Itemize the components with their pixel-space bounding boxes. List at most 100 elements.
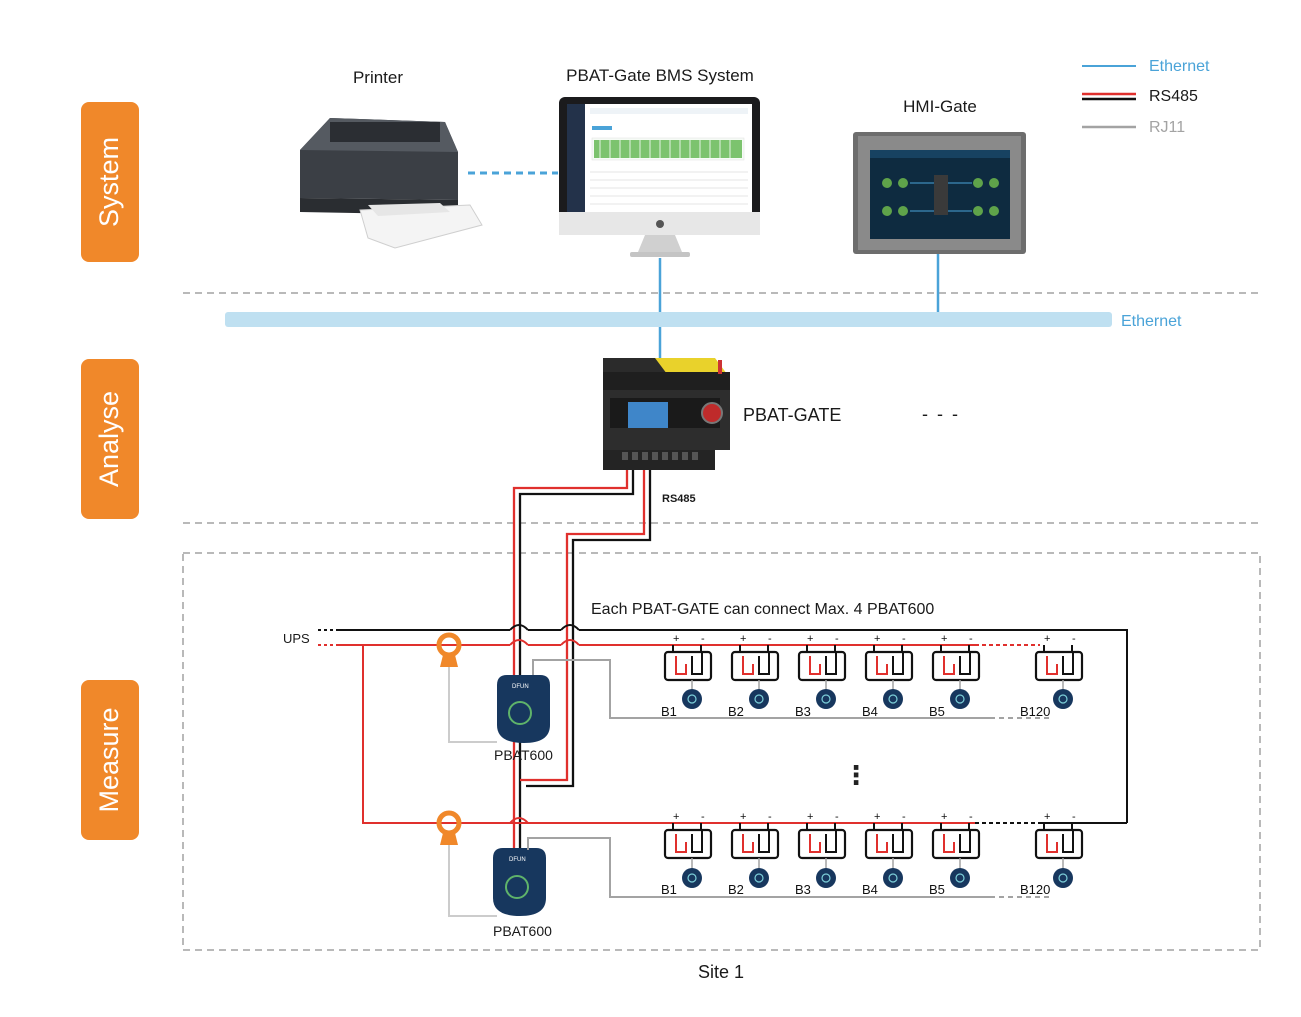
gateway-label: PBAT-GATE bbox=[743, 405, 841, 425]
battery-label: B120 bbox=[1020, 882, 1050, 897]
battery-terminal-minus: - bbox=[969, 633, 973, 645]
battery-terminal-plus: + bbox=[807, 811, 813, 823]
layer-badge-analyse: Analyse bbox=[81, 359, 139, 519]
ups-bus bbox=[318, 624, 1128, 824]
battery-label: B2 bbox=[728, 704, 744, 719]
pbat600-icon: DFUN bbox=[493, 848, 546, 916]
site-boundary bbox=[182, 552, 1261, 951]
battery-label: B120 bbox=[1020, 704, 1050, 719]
layer-label-analyse: Analyse bbox=[94, 391, 124, 487]
battery-terminal-minus: - bbox=[1072, 633, 1076, 645]
battery-label: B5 bbox=[929, 882, 945, 897]
battery-terminal-minus: - bbox=[701, 811, 705, 823]
battery-terminal-plus: + bbox=[941, 811, 947, 823]
battery-label: B5 bbox=[929, 704, 945, 719]
battery-terminal-minus: - bbox=[1072, 811, 1076, 823]
battery-body bbox=[1034, 650, 1084, 682]
battery-cell-b1: + - B1 bbox=[661, 811, 713, 897]
ups-label: UPS bbox=[283, 631, 310, 646]
battery-cell-b2: + - B2 bbox=[728, 811, 780, 897]
legend-rj11-label: RJ11 bbox=[1149, 119, 1185, 136]
cell-sensor-icon bbox=[950, 689, 970, 709]
battery-body bbox=[1034, 828, 1084, 860]
sensor-cable-2 bbox=[448, 845, 497, 917]
cell-sensor-icon bbox=[682, 868, 702, 888]
battery-terminal-minus: - bbox=[969, 811, 973, 823]
battery-terminal-minus: - bbox=[835, 633, 839, 645]
gateway-icon bbox=[603, 358, 730, 470]
battery-cell-b5: +-B5 bbox=[929, 633, 981, 719]
current-sensor-icon bbox=[436, 810, 462, 845]
cell-sensor-icon bbox=[950, 868, 970, 888]
pbat600-label-2: PBAT600 bbox=[493, 923, 552, 939]
battery-terminal-plus: + bbox=[673, 811, 679, 823]
legend: Ethernet RS485 RJ11 bbox=[1082, 58, 1210, 136]
cell-sensor-icon bbox=[816, 868, 836, 888]
printer-icon bbox=[300, 118, 483, 249]
battery-terminal-minus: - bbox=[768, 633, 772, 645]
battery-terminal-minus: - bbox=[902, 633, 906, 645]
pbat600-icon: DFUN bbox=[497, 675, 550, 743]
battery-cell-b120: + - B120 bbox=[1020, 633, 1084, 719]
battery-cell-b3: + - B3 bbox=[795, 633, 847, 719]
battery-body bbox=[931, 828, 981, 860]
battery-label: B4 bbox=[862, 704, 878, 719]
svg-text:DFUN: DFUN bbox=[512, 684, 529, 690]
layer-label-system: System bbox=[94, 137, 124, 227]
layer-badge-measure: Measure bbox=[81, 680, 139, 840]
battery-terminal-plus: + bbox=[740, 811, 746, 823]
battery-cell-b1: + - B1 bbox=[661, 633, 713, 719]
battery-body bbox=[931, 650, 981, 682]
cell-sensor-icon bbox=[883, 689, 903, 709]
cell-sensor-icon bbox=[1053, 689, 1073, 709]
max-connection-note: Each PBAT-GATE can connect Max. 4 PBAT60… bbox=[591, 601, 934, 618]
rj11-string-1 bbox=[532, 659, 990, 719]
battery-body bbox=[797, 650, 847, 682]
battery-terminal-plus: + bbox=[874, 633, 880, 645]
battery-cell-b2: + - B2 bbox=[728, 633, 780, 719]
battery-terminal-minus: - bbox=[768, 811, 772, 823]
svg-text:DFUN: DFUN bbox=[509, 857, 526, 863]
hmi-gate-label: HMI-Gate bbox=[903, 97, 977, 116]
battery-terminal-plus: + bbox=[740, 633, 746, 645]
cell-sensor-icon bbox=[749, 689, 769, 709]
battery-cell-b120: + - B120 bbox=[1020, 811, 1084, 897]
sensor-cable-1 bbox=[448, 667, 497, 743]
printer-label: Printer bbox=[353, 68, 403, 87]
battery-terminal-plus: + bbox=[1044, 811, 1050, 823]
rs485-cable-bundle bbox=[512, 470, 652, 855]
battery-label: B3 bbox=[795, 882, 811, 897]
battery-terminal-plus: + bbox=[807, 633, 813, 645]
battery-label: B1 bbox=[661, 704, 677, 719]
battery-label: B1 bbox=[661, 882, 677, 897]
battery-terminal-minus: - bbox=[835, 811, 839, 823]
layer-label-measure: Measure bbox=[94, 707, 124, 812]
ethernet-bus-label: Ethernet bbox=[1121, 313, 1182, 330]
battery-terminal-plus: + bbox=[673, 633, 679, 645]
pbat600-label-1: PBAT600 bbox=[494, 747, 553, 763]
site-label: Site 1 bbox=[698, 962, 744, 982]
battery-body bbox=[864, 828, 914, 860]
battery-cell-b4: +-B4 bbox=[862, 811, 914, 897]
battery-cell-b4: + - B4 bbox=[862, 633, 914, 719]
cell-sensor-icon bbox=[682, 689, 702, 709]
monitor-icon bbox=[559, 97, 760, 257]
battery-label: B3 bbox=[795, 704, 811, 719]
bms-system-label: PBAT-Gate BMS System bbox=[566, 66, 754, 85]
battery-cell-b3: + - B3 bbox=[795, 811, 847, 897]
vertical-ellipsis: ⋮ bbox=[843, 760, 869, 790]
cell-sensor-icon bbox=[1053, 868, 1073, 888]
battery-terminal-minus: - bbox=[701, 633, 705, 645]
layer-badge-system: System bbox=[81, 102, 139, 262]
cell-sensor-icon bbox=[816, 689, 836, 709]
ethernet-bus bbox=[225, 312, 1112, 327]
battery-body bbox=[797, 828, 847, 860]
battery-label: B2 bbox=[728, 882, 744, 897]
battery-body bbox=[663, 650, 713, 682]
battery-terminal-plus: + bbox=[1044, 633, 1050, 645]
battery-string-1: +-B1+-B2+-B3+-B4+-B5+-B120 bbox=[661, 633, 1084, 719]
legend-rs485-label: RS485 bbox=[1149, 88, 1198, 105]
battery-body bbox=[730, 650, 780, 682]
battery-string-2: + - B1 + - B2 + - B3 +-B4 + - B5 + - B120 bbox=[661, 811, 1084, 897]
